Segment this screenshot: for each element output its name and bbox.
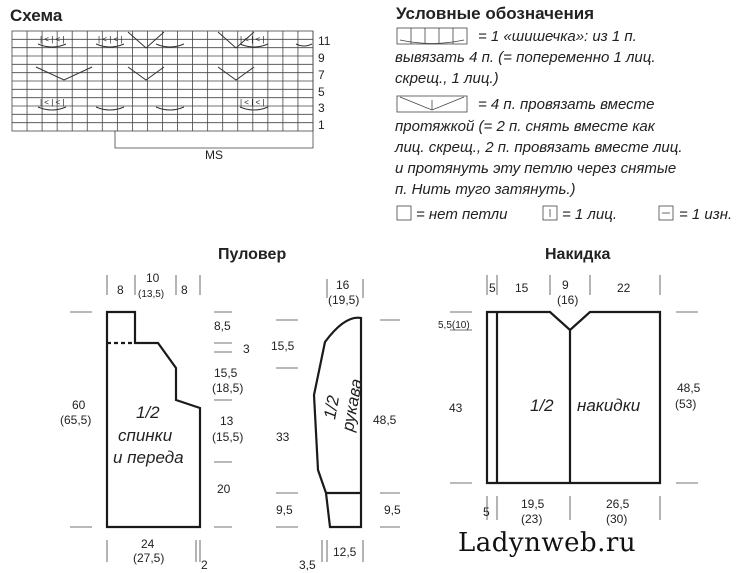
legend-key-knit-label: = 1 лиц. [562, 206, 617, 223]
legend-line-2: вывязать 4 п. (= попеременно 1 лиц. [395, 49, 656, 66]
legend-line-3: скрещ., 1 лиц.) [395, 70, 499, 87]
legend-line-1: = 1 «шишечка»: из 1 п. [478, 28, 637, 45]
legend-knit-icon [542, 205, 558, 221]
row-number-7: 7 [318, 68, 325, 82]
dim-sleeve-12-5: 12,5 [333, 545, 357, 559]
sleeve-label-1: 1/2 [320, 394, 343, 421]
legend-purl-icon [658, 205, 674, 221]
dim-cape-5-5: 5,5(10) [438, 320, 470, 331]
dim-top-10: 10 [146, 271, 160, 285]
dim-cape-22: 22 [617, 281, 631, 295]
cape-title: Накидка [545, 246, 611, 263]
legend-line-4: = 4 п. провязать вместе [478, 96, 655, 113]
dim-cape-43: 43 [449, 401, 463, 415]
row-number-5: 5 [318, 85, 325, 99]
dim-cape-5-bottom: 5 [483, 505, 490, 519]
legend-bobble-symbol [396, 27, 468, 45]
dim-24: 24 [141, 537, 155, 551]
pullover-title: Пуловер [218, 246, 287, 263]
row-number-1: 1 [318, 118, 325, 132]
legend-no-stitch-icon [396, 205, 412, 221]
dim-sleeve-33: 33 [276, 430, 290, 444]
legend-key-purl-label: = 1 изн. [679, 206, 733, 223]
svg-text:| < | < |: | < | < | [240, 35, 264, 44]
body-label-2: спинки [118, 426, 173, 445]
cape-ticks [450, 275, 698, 520]
dim-cape-48-5: 48,5 [677, 381, 701, 395]
dim-15-5b: (15,5) [212, 430, 243, 444]
dim-sleeve-9-5-right: 9,5 [384, 503, 401, 517]
dim-sleeve-19-5: (19,5) [328, 293, 359, 307]
dim-18-5: (18,5) [212, 381, 243, 395]
dim-sleeve-9-5-left: 9,5 [276, 503, 293, 517]
sleeve-ticks [276, 279, 400, 562]
dim-27-5: (27,5) [133, 551, 164, 565]
stitch-chart-marks: | < | < | | < | < | | < | < | | < | < | … [40, 35, 264, 107]
dim-15-5: 15,5 [214, 366, 238, 380]
row-number-3: 3 [318, 101, 325, 115]
repeat-bracket [114, 131, 314, 149]
dim-cape-16: (16) [557, 293, 578, 307]
dim-cape-9: 9 [562, 278, 569, 292]
row-number-11: 11 [318, 34, 331, 48]
dim-2: 2 [201, 558, 208, 572]
dim-sleeve-16: 16 [336, 278, 350, 292]
pullover-ticks [70, 275, 232, 562]
dim-60: 60 [72, 398, 86, 412]
cape-label-right: накидки [577, 396, 641, 415]
dim-cape-23: (23) [521, 512, 542, 526]
legend-line-5: протяжкой (= 2 п. снять вместе как [395, 118, 655, 135]
dim-sleeve-3-5: 3,5 [299, 558, 316, 572]
legend-key-no-stitch-label: = нет петли [416, 206, 508, 223]
legend-line-7: и протянуть эту петлю через снятые [395, 160, 677, 177]
dim-cape-30: (30) [606, 512, 627, 526]
dim-top-8-left: 8 [117, 283, 124, 297]
dim-3: 3 [243, 342, 250, 356]
dim-13: 13 [220, 414, 234, 428]
sleeve-outline [312, 316, 363, 529]
svg-text:| < | < |: | < | < | [98, 35, 122, 44]
legend-line-8: п. Нить туго затянуть.) [395, 181, 576, 198]
svg-text:| < | < |: | < | < | [40, 35, 64, 44]
dim-top-13-5: (13,5) [138, 289, 164, 300]
dim-cape-15: 15 [515, 281, 529, 295]
dim-8-5: 8,5 [214, 319, 231, 333]
dim-sleeve-48-5: 48,5 [373, 413, 397, 427]
stitch-chart-symbols [35, 31, 313, 111]
dim-cape-53: (53) [675, 397, 696, 411]
legend-decrease-symbol [396, 95, 468, 113]
dim-top-8-right: 8 [181, 283, 188, 297]
svg-text:| < | < |: | < | < | [40, 98, 64, 107]
repeat-label: MS [205, 148, 223, 162]
svg-text:| < | < |: | < | < | [240, 98, 264, 107]
scheme-title: Схема [10, 6, 63, 25]
dim-sleeve-15-5: 15,5 [271, 339, 295, 353]
cape-label-left: 1/2 [530, 396, 554, 415]
body-outline [105, 310, 202, 529]
stitch-chart-grid [11, 30, 314, 132]
body-label-1: 1/2 [136, 403, 160, 422]
dim-65-5: (65,5) [60, 413, 91, 427]
cape-outline [485, 310, 662, 485]
row-number-9: 9 [318, 51, 325, 65]
dim-20: 20 [217, 482, 231, 496]
dim-cape-5-top: 5 [489, 281, 496, 295]
dim-cape-26-5: 26,5 [606, 497, 630, 511]
dim-cape-19-5: 19,5 [521, 497, 545, 511]
watermark: Ladynweb.ru [458, 528, 637, 558]
legend-title: Условные обозначения [396, 4, 595, 23]
legend-line-6: лиц. скрещ., 2 п. провязать вместе лиц. [395, 139, 683, 156]
body-label-3: и переда [113, 448, 184, 467]
